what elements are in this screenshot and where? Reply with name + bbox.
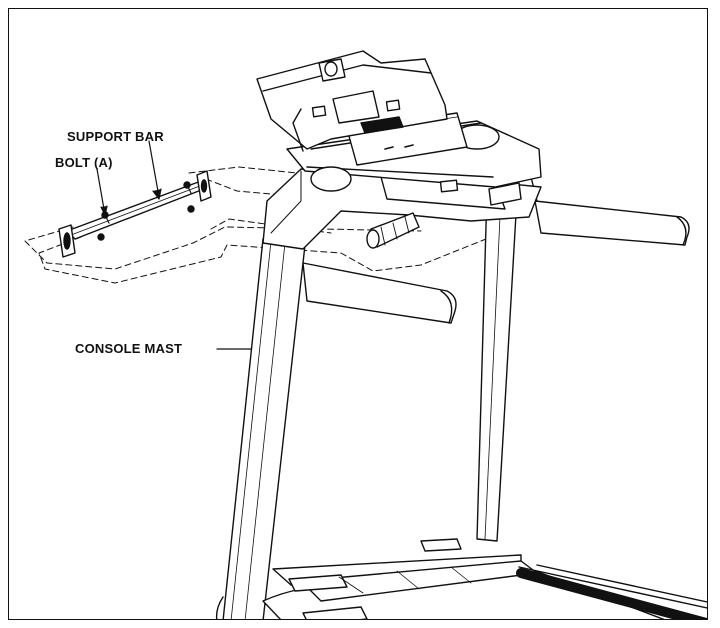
diagram-frame: SUPPORT BAR BOLT (A) CONSOLE MAST: [8, 8, 708, 620]
treadmill-base: [215, 538, 707, 619]
pulse-grips: [366, 182, 522, 249]
console-mast-label: CONSOLE MAST: [75, 341, 183, 356]
left-handlebar: [302, 262, 457, 324]
treadmill-illustration: [24, 50, 707, 619]
support-bar-label: SUPPORT BAR: [67, 129, 164, 144]
bolt-a-label: BOLT (A): [55, 155, 113, 170]
support-bar: [58, 170, 212, 258]
right-upright: [476, 190, 518, 542]
console-body: [256, 50, 542, 250]
console-mast: [222, 238, 306, 619]
